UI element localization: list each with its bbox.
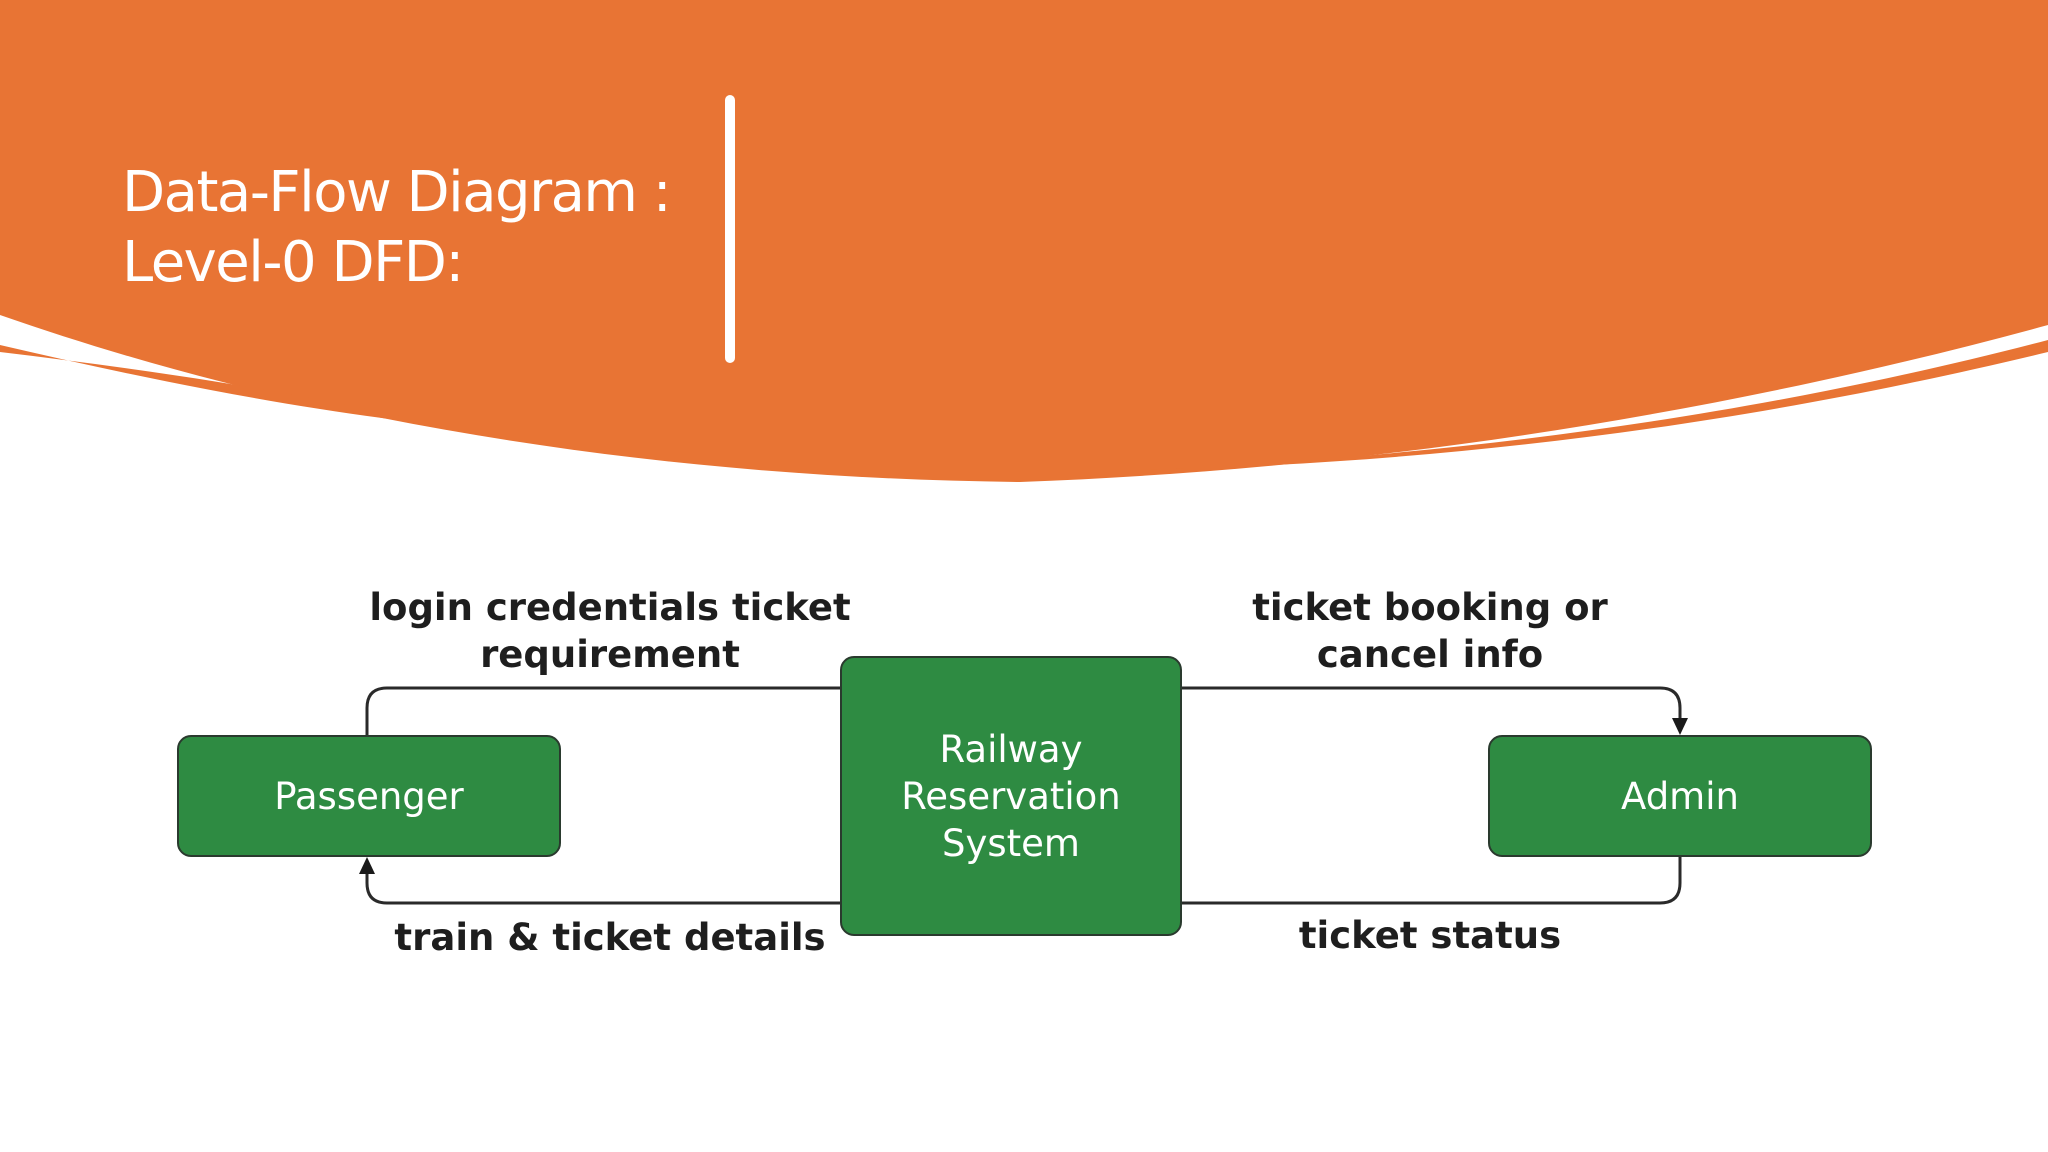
flow-label-ticket-booking: ticket booking or cancel info <box>1200 584 1660 678</box>
flow-label-ticket-status: ticket status <box>1298 914 1562 957</box>
flow-label-booking-line-1: ticket booking or <box>1252 586 1608 629</box>
connector-passenger-to-system <box>365 686 840 735</box>
entity-passenger: Passenger <box>177 735 561 857</box>
slide-title-line-1: Data-Flow Diagram : <box>122 160 672 225</box>
flow-label-login-line-1: login credentials ticket <box>369 586 851 629</box>
arrowhead-admin <box>1672 718 1688 735</box>
title-divider <box>725 95 735 363</box>
flow-label-login-credentials: login credentials ticket requirement <box>340 584 880 678</box>
connector-admin-to-system <box>1182 857 1682 905</box>
arrowhead-passenger <box>359 857 375 874</box>
process-label-line-3: System <box>942 821 1080 865</box>
process-railway-reservation-system: Railway Reservation System <box>840 656 1182 936</box>
flow-label-login-line-2: requirement <box>480 633 740 676</box>
flow-label-train-ticket-details: train & ticket details <box>394 916 826 959</box>
connector-system-to-passenger <box>365 872 840 905</box>
process-label-line-1: Railway <box>939 727 1083 771</box>
flow-label-booking-line-2: cancel info <box>1316 633 1544 676</box>
entity-admin-label: Admin <box>1621 774 1739 818</box>
slide-title-line-2: Level-0 DFD: <box>122 230 464 295</box>
process-label-line-2: Reservation <box>901 774 1121 818</box>
entity-passenger-label: Passenger <box>274 774 464 818</box>
slide-title: Data-Flow Diagram : Level-0 DFD: <box>122 158 682 298</box>
entity-admin: Admin <box>1488 735 1872 857</box>
banner-swoosh-left <box>0 345 440 425</box>
connector-system-to-admin <box>1182 686 1682 720</box>
